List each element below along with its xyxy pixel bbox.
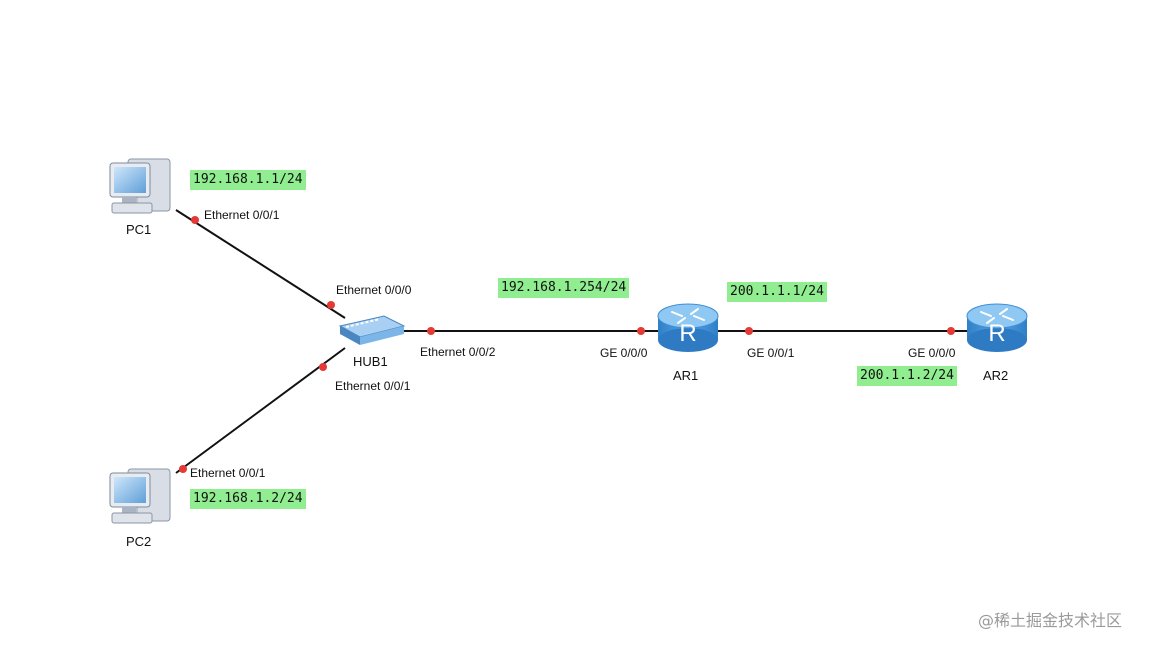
port-markers	[179, 216, 955, 473]
iface-label-ar1-ge1: GE 0/0/1	[747, 346, 795, 360]
iface-label-ar2-ge0: GE 0/0/0	[908, 346, 956, 360]
hub-icon	[338, 315, 406, 345]
port-dot-ar1-ge1	[745, 327, 753, 335]
device-hub1[interactable]	[338, 315, 406, 345]
link-pc2-hub1[interactable]	[175, 347, 346, 474]
svg-text:R: R	[679, 320, 696, 347]
ip-label-ar2-ge0: 200.1.1.2/24	[857, 366, 957, 386]
device-pc1[interactable]	[109, 158, 171, 214]
iface-label-pc1-eth: Ethernet 0/0/1	[204, 208, 280, 222]
device-ar2[interactable]: R	[966, 303, 1028, 352]
svg-text:R: R	[988, 320, 1005, 347]
interface-labels: Ethernet 0/0/1 Ethernet 0/0/0 Ethernet 0…	[190, 208, 956, 480]
port-dot-hub-eth2	[427, 327, 435, 335]
ip-label-ar1-ge1: 200.1.1.1/24	[727, 282, 827, 302]
port-dot-ar1-ge0	[637, 327, 645, 335]
device-label-pc1: PC1	[126, 222, 151, 237]
device-ar1[interactable]: R	[657, 303, 719, 352]
desktop-pc-icon	[109, 468, 171, 524]
ip-label-pc1: 192.168.1.1/24	[190, 170, 306, 190]
port-dot-pc1	[191, 216, 199, 224]
router-icon: R	[657, 303, 719, 352]
iface-label-pc2-eth: Ethernet 0/0/1	[190, 466, 266, 480]
ip-label-pc2: 192.168.1.2/24	[190, 489, 306, 509]
port-dot-ar2-ge0	[947, 327, 955, 335]
port-dot-hub-eth0	[327, 301, 335, 309]
iface-label-hub-eth1: Ethernet 0/0/1	[335, 379, 411, 393]
iface-label-hub-eth2: Ethernet 0/0/2	[420, 345, 496, 359]
watermark: @稀土掘金技术社区	[978, 611, 1123, 630]
device-label-hub1: HUB1	[353, 354, 388, 369]
device-pc2[interactable]	[109, 468, 171, 524]
links	[175, 209, 968, 474]
ip-label-ar1-ge0: 192.168.1.254/24	[498, 278, 630, 298]
port-dot-hub-eth1	[319, 363, 327, 371]
link-pc1-hub1[interactable]	[175, 209, 346, 319]
device-label-ar1: AR1	[673, 368, 698, 383]
iface-label-hub-eth0: Ethernet 0/0/0	[336, 283, 412, 297]
iface-label-ar1-ge0: GE 0/0/0	[600, 346, 648, 360]
port-dot-pc2	[179, 465, 187, 473]
desktop-pc-icon	[109, 158, 171, 214]
router-icon: R	[966, 303, 1028, 352]
device-label-ar2: AR2	[983, 368, 1008, 383]
device-label-pc2: PC2	[126, 534, 151, 549]
